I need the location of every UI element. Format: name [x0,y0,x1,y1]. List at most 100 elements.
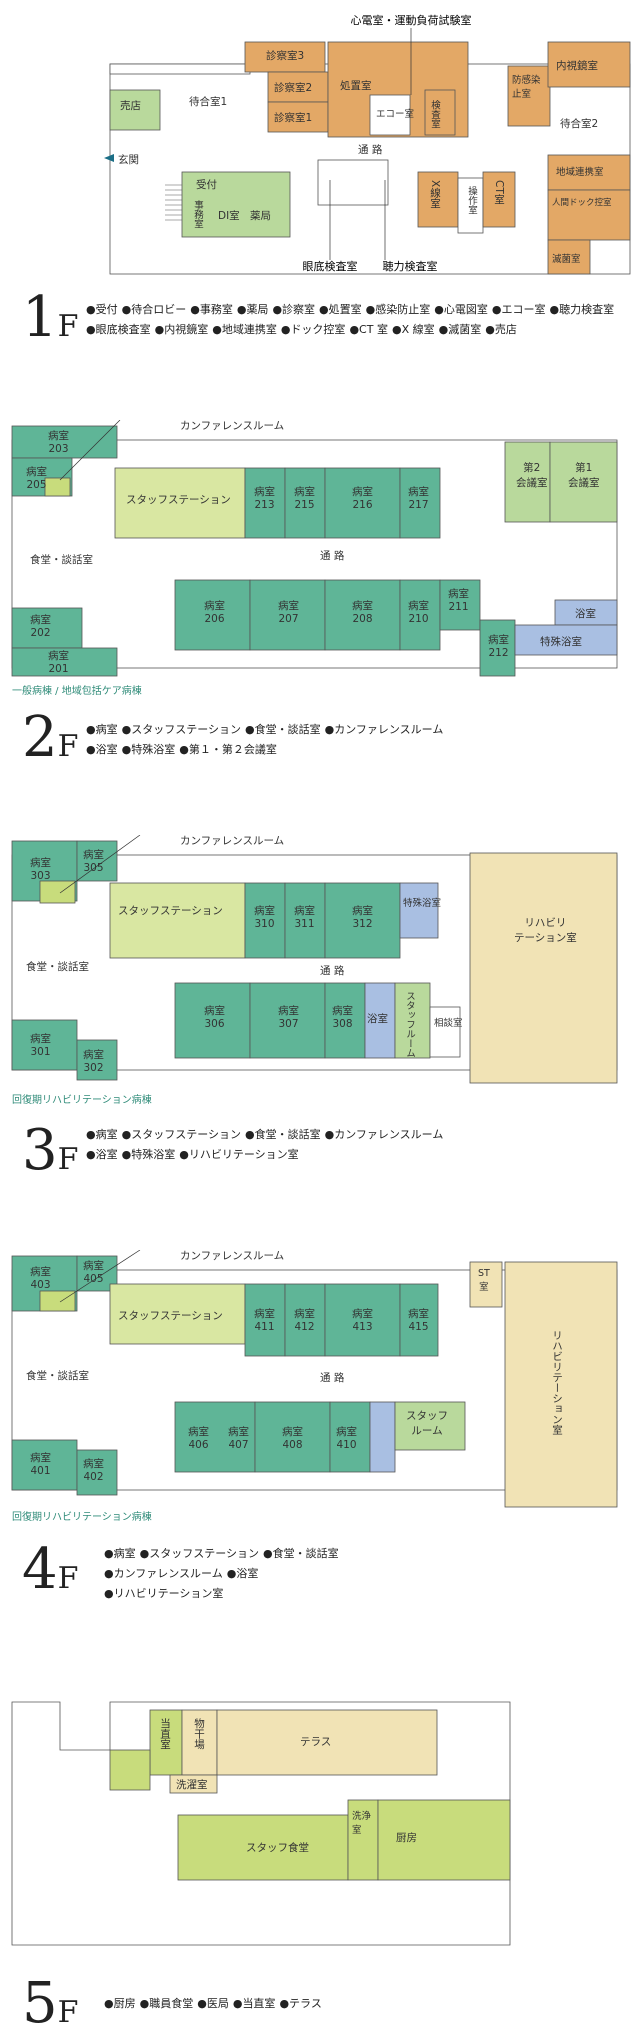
room-shinsatsu1: 診察室1 [274,112,313,124]
room-201: 病室 201 [48,650,69,675]
room-308: 病室 308 [332,1005,353,1030]
room-staff-3f: スタッフステーション [118,905,223,917]
room-311: 病室 311 [294,905,315,930]
room-405: 病室 405 [83,1260,104,1285]
room-208: 病室 208 [352,600,373,625]
floor-plan-5f [11,1701,511,1946]
room-staff-2f: スタッフステーション [126,494,231,506]
room-baiten [109,89,161,131]
room-211: 病室 211 [448,588,469,613]
room-shokudo-3f: 食堂・談話室 [26,961,89,973]
room-216: 病室 216 [352,486,373,511]
room-monohoshi: 物干場 [193,1718,205,1750]
room-ct: CT室 [493,180,505,205]
room-407: 病室 407 [228,1426,249,1451]
room-310: 病室 310 [254,905,275,930]
room-306: 病室 306 [204,1005,225,1030]
callout-chouryoku: 聴力検査室 [383,259,438,273]
corridor-3f: 通 路 [320,965,345,977]
room-kensa: 検査室 [429,100,440,129]
room-echo: エコー室 [376,109,415,120]
room-machiai2: 待合室2 [560,118,599,130]
room-chubou: 厨房 [396,1832,417,1844]
room-di: DI室 [218,210,240,222]
room-yoku-2f: 浴室 [575,608,596,620]
room-yakkyoku: 薬局 [250,210,271,222]
room-sousa: 操作室 [466,186,477,215]
floor-plan-2f [11,419,618,677]
room-213: 病室 213 [254,486,275,511]
entrance-arrow-icon [104,154,114,162]
room-411: 病室 411 [254,1308,275,1333]
floor-4f: カンファレンスルーム 病室 403 病室 405 病室 401 病室 402 ス… [0,1249,640,1630]
floor-number-5f: 5F [22,1971,79,2036]
floor-plan-4f [11,1249,618,1508]
room-sentaku: 洗濯室 [176,1779,208,1791]
room-naishikyo: 内視鏡室 [556,60,598,72]
room-kaigi2: 第2 会議室 [516,462,548,489]
room-chiiki: 地域連携室 [556,167,604,178]
room-dock: 人間ドック控室 [552,198,612,208]
legend-5f: 厨房職員食堂医局当直室テラス [104,1994,326,2014]
room-machiai1: 待合室1 [189,96,228,108]
room-401: 病室 401 [30,1452,51,1477]
ward-label-3f: 回復期リハビリテーション病棟 [12,1095,152,1106]
legend-4f: 病室スタッフステーション食堂・談話室カンファレンスルーム浴室リハビリテーション室 [104,1544,404,1604]
room-shinsatsu3: 診察室3 [266,50,305,62]
callout-gantei: 眼底検査室 [303,259,358,273]
floor-5f: 当直室 物干場 洗濯室 テラス スタッフ食堂 洗浄室 厨房 5F 厨房職員食堂医… [0,1690,640,2042]
room-tokushu-2f: 特殊浴室 [540,636,582,648]
floor-plan-1f: 心電室・運動負荷試験室 眼底検査室 聴力検査室 [104,13,631,275]
room-210: 病室 210 [408,600,429,625]
corridor-4f: 通 路 [320,1372,345,1384]
room-217: 病室 217 [408,486,429,511]
room-yoku-3f: 浴室 [367,1013,388,1025]
corridor-label: 通 路 [358,144,383,156]
floor-2f: カンファレンスルーム 病室 203 病室 205 病室 202 病室 201 ス… [0,419,640,790]
room-203: 病室 203 [48,430,69,455]
room-shokudo-4f: 食堂・談話室 [26,1370,89,1382]
room-303: 病室 303 [30,857,51,882]
room-senjou: 洗浄室 [352,1811,372,1836]
room-307: 病室 307 [278,1005,299,1030]
callout-shindenshitsu: 心電室・運動負荷試験室 [351,13,472,27]
room-xray: X線室 [429,180,441,209]
room-staff-shokudo: スタッフ食堂 [246,1842,309,1854]
room-soudan: 相談室 [434,1018,463,1029]
room-305: 病室 305 [83,849,104,874]
room-412: 病室 412 [294,1308,315,1333]
room-410: 病室 410 [336,1426,357,1451]
room-st: ST 室 [478,1268,490,1293]
room-rehab-3f: リハビリ テーション室 [514,917,577,944]
room-touchoku: 当直室 [159,1718,171,1750]
floor-plan-3f [11,834,618,1084]
floor-number-1f: 1F [22,285,79,350]
room-terrace: テラス [300,1736,332,1748]
floor-1f: 心電室・運動負荷試験室 眼底検査室 聴力検査室 診察室3 診察室2 診察室1 処… [0,0,640,360]
legend-3f: 病室スタッフステーション食堂・談話室カンファレンスルーム浴室特殊浴室リハビリテー… [86,1125,586,1165]
room-kaigi1: 第1 会議室 [568,462,600,489]
room-staffroom-3f: スタッフルーム [404,991,415,1058]
floor-3f: カンファレンスルーム 病室 303 病室 305 病室 301 病室 302 ス… [0,834,640,1205]
room-312: 病室 312 [352,905,373,930]
room-staff-4f: スタッフステーション [118,1310,223,1322]
ward-label-4f: 回復期リハビリテーション病棟 [12,1512,152,1523]
room-206: 病室 206 [204,600,225,625]
floor-number-3f: 3F [22,1118,79,1183]
room-403: 病室 403 [30,1266,51,1291]
room-uketsuke: 受付 [196,179,217,191]
floor-number-4f: 4F [22,1537,79,1602]
corridor-2f: 通 路 [320,550,345,562]
room-402: 病室 402 [83,1458,104,1483]
room-302: 病室 302 [83,1049,104,1074]
room-shinsatsu2: 診察室2 [274,82,313,94]
room-413: 病室 413 [352,1308,373,1333]
room-shochi: 処置室 [340,80,372,92]
callout-conference-4f: カンファレンスルーム [180,1250,285,1262]
room-baiten-label: 売店 [120,100,141,112]
room-jimu: 事務室 [192,200,203,229]
room-staffroom-4f: スタッフ ルーム [406,1410,448,1437]
room-rehab-4f: リハビリテーション室 [551,1330,563,1435]
callout-conference-3f: カンファレンスルーム [180,835,285,847]
legend-2f: 病室スタッフステーション食堂・談話室カンファレンスルーム浴室特殊浴室第１・第２会… [86,720,586,760]
